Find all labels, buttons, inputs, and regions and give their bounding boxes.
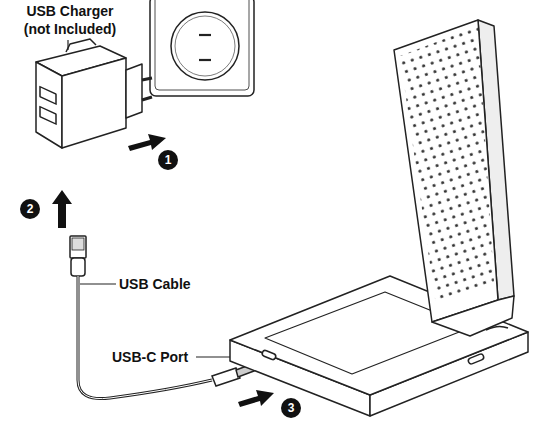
callout-number: 2 (20, 199, 40, 219)
arrow (128, 134, 166, 151)
leader-line (67, 40, 68, 50)
wall-socket (150, 0, 254, 96)
callout-number: 1 (158, 150, 178, 170)
usb-charger (36, 39, 152, 148)
usb-cable (70, 236, 254, 399)
part-label: USB-C Port (112, 348, 202, 366)
part-label: USB Charger (not Included) (14, 2, 126, 38)
callout-number: 3 (281, 398, 301, 418)
wireless-charging-stand (230, 10, 528, 416)
arrow (238, 390, 274, 407)
part-label: USB Cable (119, 275, 209, 293)
arrow (52, 190, 72, 228)
leader-line (80, 283, 116, 284)
